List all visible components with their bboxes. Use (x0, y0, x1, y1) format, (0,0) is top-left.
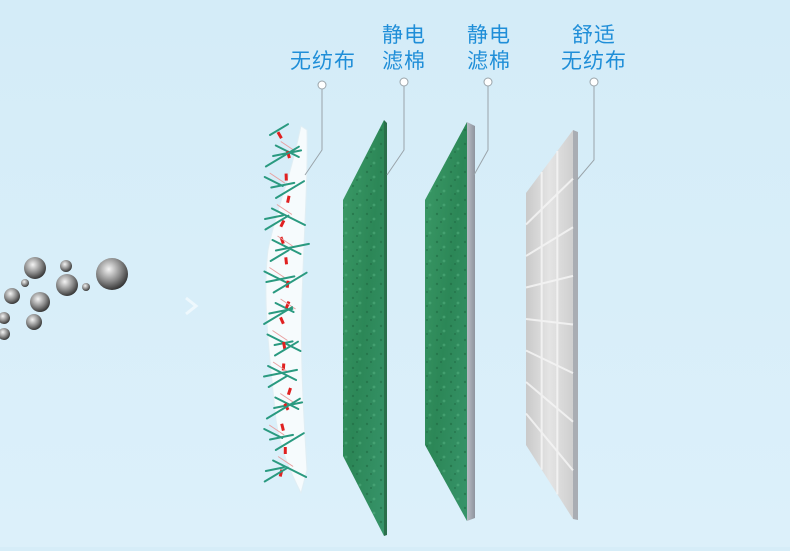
label-electrostatic-1-line1: 静电 (382, 23, 426, 47)
label-electrostatic-2: 静电 滤棉 (457, 22, 521, 74)
flow-arrow-icon (185, 296, 199, 316)
label-electrostatic-1: 静电 滤棉 (372, 22, 436, 74)
layer-nonwoven (263, 123, 310, 495)
leader-lines (304, 77, 599, 181)
label-nonwoven: 无纺布 (283, 48, 363, 74)
layer-electrostatic-1 (343, 120, 387, 536)
pollutant-particles (0, 257, 128, 340)
label-electrostatic-2-line1: 静电 (467, 23, 511, 47)
label-comfort-fabric: 舒适 无纺布 (548, 22, 640, 74)
label-comfort-fabric-line2: 无纺布 (561, 49, 627, 73)
label-electrostatic-1-line2: 滤棉 (382, 49, 426, 73)
label-comfort-fabric-line1: 舒适 (572, 23, 616, 47)
label-nonwoven-line1: 无纺布 (290, 49, 356, 73)
label-electrostatic-2-line2: 滤棉 (467, 49, 511, 73)
layer-comfort-fabric (525, 130, 578, 520)
layer-electrostatic-2 (425, 122, 475, 521)
